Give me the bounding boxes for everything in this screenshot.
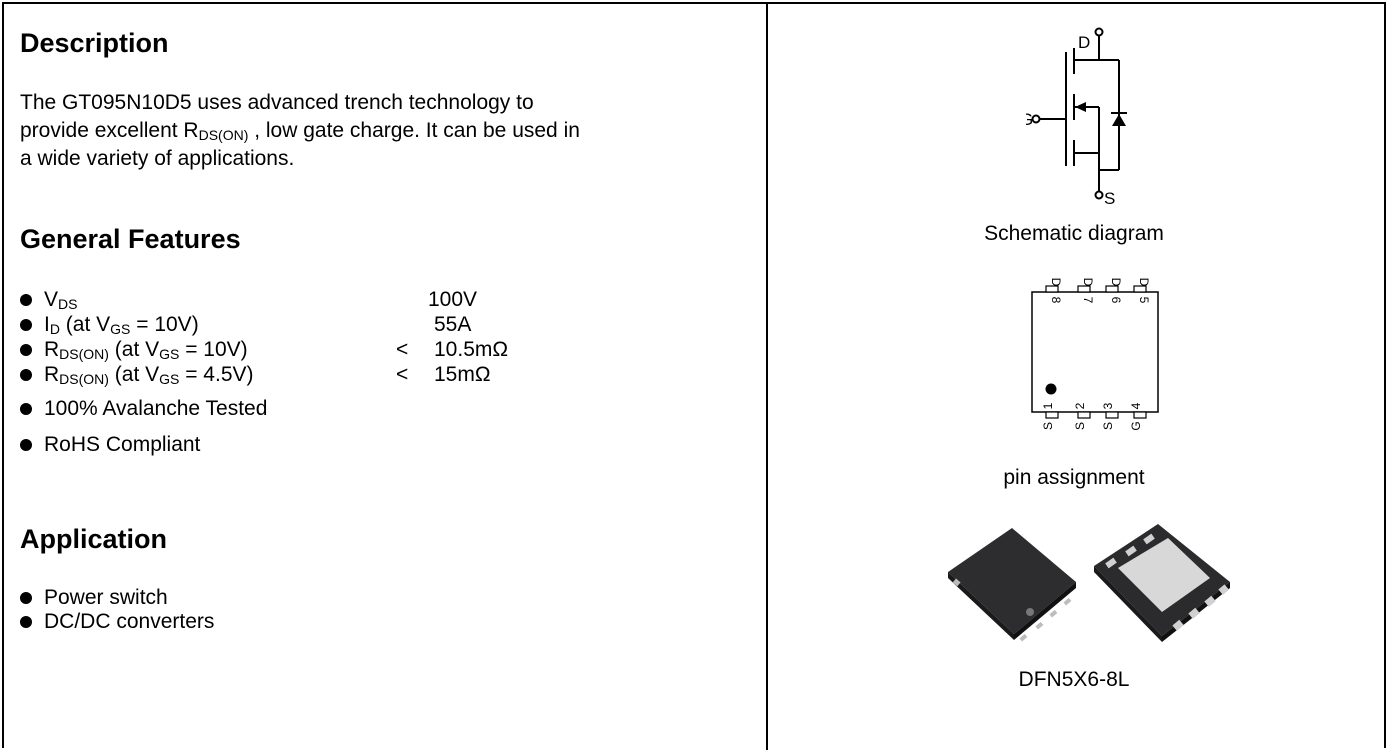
bullet-icon — [20, 319, 32, 331]
pin-assignment-caption: pin assignment — [1003, 466, 1145, 489]
pin-number: 7 — [1081, 297, 1095, 304]
pin-number: 8 — [1049, 297, 1063, 304]
feature-value: 15mΩ — [434, 363, 491, 386]
bullet-icon — [20, 403, 32, 415]
pin-name: D — [1109, 278, 1123, 287]
application-heading: Application — [20, 524, 167, 554]
bullet-icon — [20, 344, 32, 356]
feature-value: 55A — [434, 313, 472, 336]
pin-name: D — [1137, 278, 1151, 287]
pin-assignment-diagram: D D D D 8 7 6 5 1 2 3 4 S S S G — [1031, 278, 1159, 431]
mosfet-schematic-diagram: D G S — [1026, 27, 1127, 204]
package-caption: DFN5X6-8L — [1018, 668, 1130, 691]
package-bottom-view-image — [1094, 524, 1230, 642]
pin-number: 3 — [1101, 402, 1115, 409]
bullet-icon — [20, 616, 32, 628]
pin-number: 4 — [1129, 402, 1143, 409]
package-top-view-image — [948, 528, 1076, 642]
pin-name: S — [1073, 422, 1087, 430]
pin1-marker — [1045, 383, 1057, 395]
feature-value: 10.5mΩ — [434, 338, 509, 361]
bullet-icon — [20, 369, 32, 381]
bullet-icon — [20, 592, 32, 604]
pin-name: D — [1049, 278, 1063, 287]
general-features-heading: General Features — [20, 224, 241, 254]
pin-name: S — [1101, 422, 1115, 430]
pin-name: D — [1081, 278, 1095, 287]
schematic-caption: Schematic diagram — [984, 222, 1164, 245]
description-text: The GT095N10D5 uses advanced trench tech… — [20, 91, 580, 170]
pin-number: 5 — [1137, 297, 1151, 304]
feature-value: 100V — [428, 288, 478, 311]
drain-label: D — [1078, 33, 1090, 52]
gate-label: G — [1026, 110, 1033, 129]
pin-number: 6 — [1109, 297, 1123, 304]
pin-number: 1 — [1041, 402, 1055, 409]
pin-number: 2 — [1073, 402, 1087, 409]
pin-name: G — [1129, 421, 1143, 430]
pin-name: S — [1041, 422, 1055, 430]
source-label: S — [1104, 189, 1115, 204]
bullet-icon — [20, 439, 32, 451]
bullet-icon — [20, 294, 32, 306]
column-divider — [766, 4, 768, 750]
description-heading: Description — [20, 28, 169, 58]
